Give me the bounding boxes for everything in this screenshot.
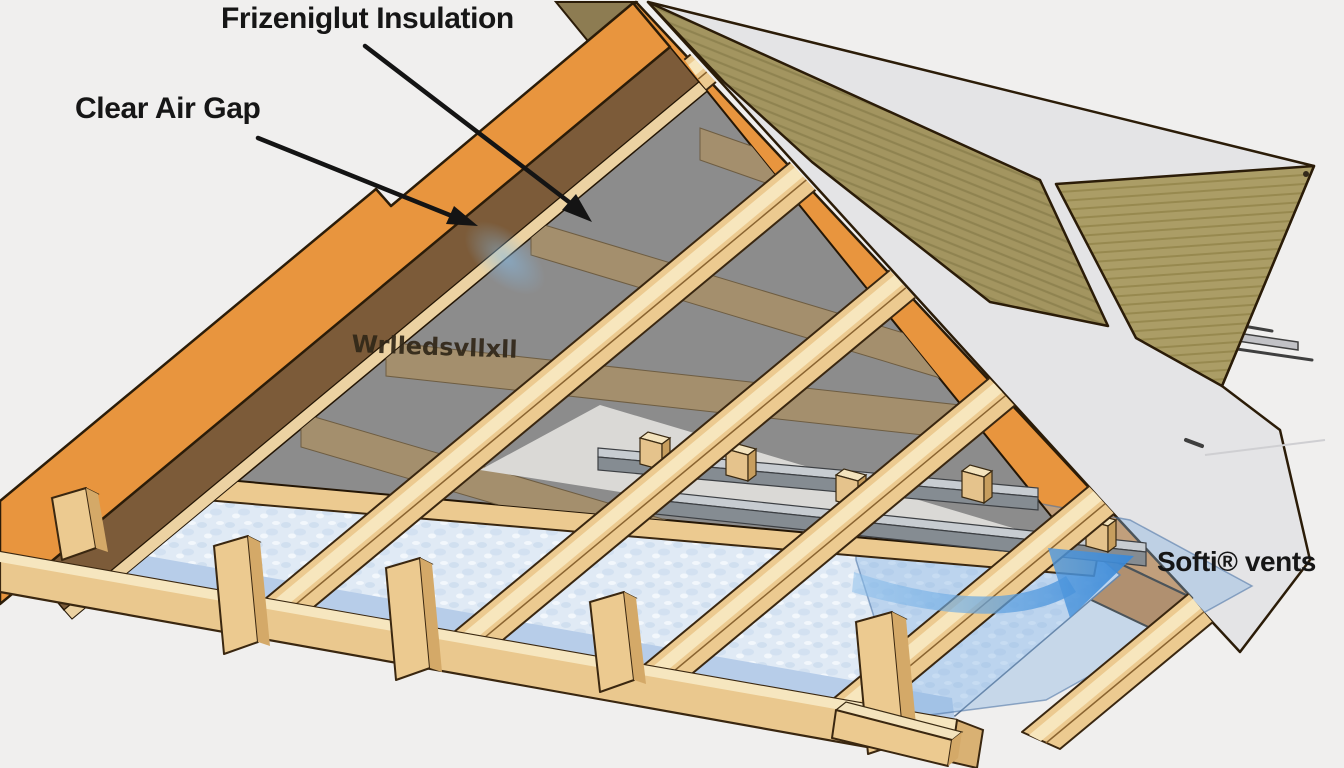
fascia-wood-strip: [63, 81, 708, 620]
airflow-arrow: [852, 548, 1134, 618]
soffit-vents-label: Softi® vents: [1157, 546, 1316, 577]
membrane-print-text: Wrlledsvllxll: [351, 330, 519, 364]
shingle-wing: [1054, 164, 1316, 388]
air-gap-label: Clear Air Gap: [75, 92, 261, 125]
nail-dot: [1303, 171, 1309, 177]
foot-block: [831, 701, 964, 767]
roof-shingles: [646, 0, 1316, 388]
air-gap-highlight: [464, 221, 546, 295]
insulation-label: Frizeniglut Insulation: [221, 2, 514, 35]
floor-framing: [0, 487, 985, 768]
annotation-arrow-insulation: [362, 43, 592, 222]
annotation-arrow-airgap: [255, 135, 478, 226]
